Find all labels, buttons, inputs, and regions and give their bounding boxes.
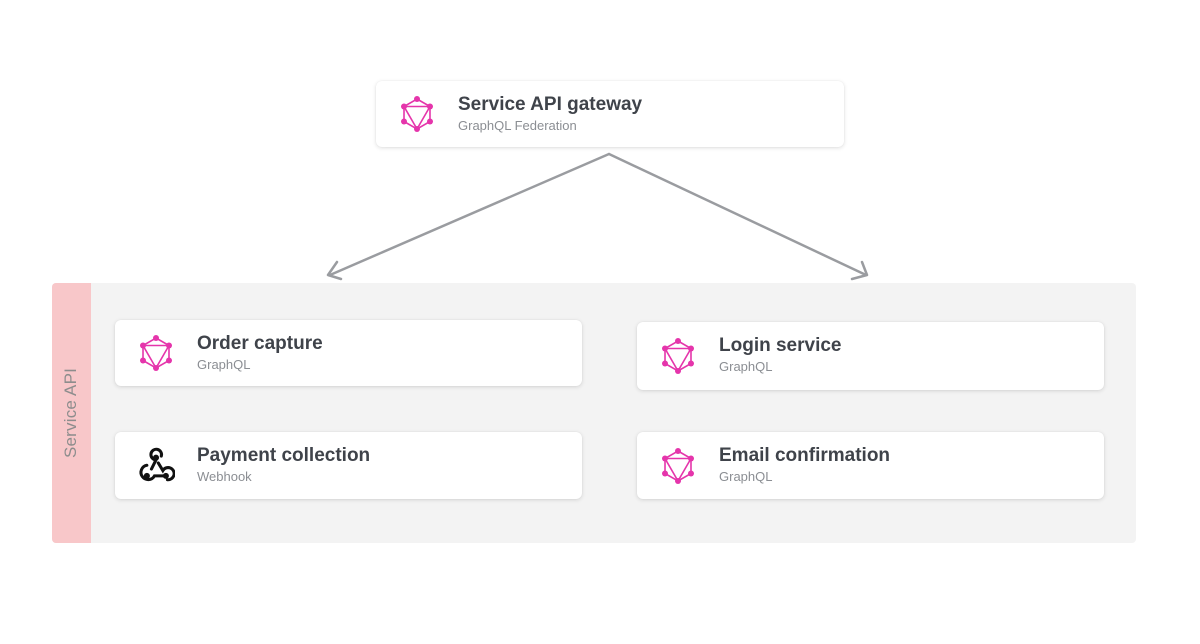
order-capture-title: Order capture [197,333,323,354]
gateway-card[interactable]: Service API gateway GraphQL Federation [376,81,844,147]
order-capture-card[interactable]: Order capture GraphQL [115,320,582,386]
edge-gateway-to-left [328,152,611,277]
login-service-card[interactable]: Login service GraphQL [637,322,1104,390]
graphql-icon [659,447,697,485]
arrowhead-left [326,260,343,281]
email-confirmation-card[interactable]: Email confirmation GraphQL [637,432,1104,499]
login-service-subtitle: GraphQL [719,359,773,374]
group-label-bar [52,283,91,543]
gateway-subtitle: GraphQL Federation [458,118,577,133]
edge-gateway-to-right [607,152,868,277]
graphql-icon [659,337,697,375]
payment-collection-card[interactable]: Payment collection Webhook [115,432,582,499]
webhook-icon [137,447,175,485]
order-capture-subtitle: GraphQL [197,357,251,372]
group-label-container: Service API [52,283,91,543]
email-confirmation-title: Email confirmation [719,445,891,466]
gateway-title: Service API gateway [458,94,643,115]
payment-collection-title: Payment collection [197,445,371,466]
email-confirmation-subtitle: GraphQL [719,469,773,484]
payment-collection-subtitle: Webhook [197,469,252,484]
arrowhead-right [850,260,869,281]
graphql-icon [137,334,175,372]
graphql-icon [398,95,436,133]
login-service-title: Login service [719,335,842,356]
group-label: Service API [61,367,81,459]
